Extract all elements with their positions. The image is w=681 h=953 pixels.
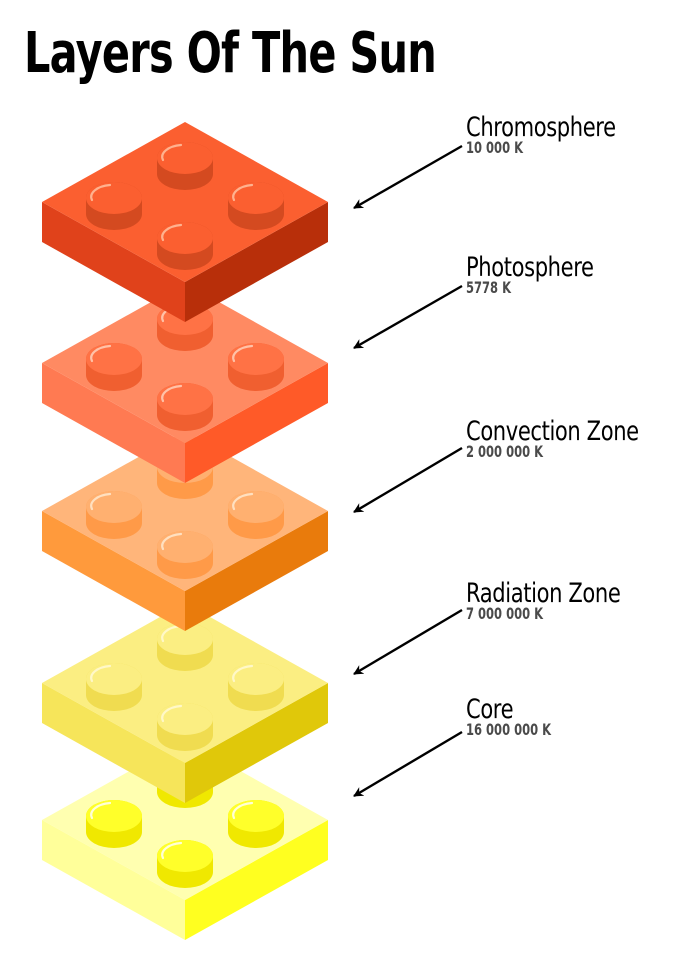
brick-right-face [185, 820, 328, 940]
brick-right-face [185, 363, 328, 483]
layer-temperature: 7 000 000 K [466, 604, 544, 623]
layer-name: Core [466, 694, 514, 725]
brick-stud [157, 623, 213, 671]
brick-4 [42, 740, 328, 940]
brick-stud [86, 182, 142, 230]
brick-stud [86, 800, 142, 848]
brick-top-face [42, 431, 328, 591]
brick-stud [157, 703, 213, 751]
brick-left-face [42, 363, 185, 483]
brick-stud [157, 142, 213, 190]
layer-name: Radiation Zone [466, 578, 621, 609]
layer-temperature: 5778 K [466, 278, 511, 297]
brick-left-face [42, 820, 185, 940]
brick-stud [228, 182, 284, 230]
pointer-arrow-1 [353, 284, 463, 350]
layer-name: Photosphere [466, 252, 594, 283]
brick-0 [42, 122, 328, 322]
brick-stud [228, 663, 284, 711]
layer-temperature: 2 000 000 K [466, 442, 544, 461]
brick-stud [86, 663, 142, 711]
brick-left-face [42, 202, 185, 322]
layer-temperature: 16 000 000 K [466, 720, 552, 739]
brick-left-face [42, 511, 185, 631]
brick-right-face [185, 511, 328, 631]
pointer-arrow-0 [353, 144, 463, 210]
brick-stud [86, 343, 142, 391]
brick-3 [42, 603, 328, 803]
brick-top-face [42, 603, 328, 763]
brick-right-face [185, 202, 328, 322]
pointer-arrow-2 [353, 446, 463, 514]
brick-top-face [42, 122, 328, 282]
brick-top-face [42, 283, 328, 443]
brick-right-face [185, 683, 328, 803]
pointer-arrow-3 [353, 608, 463, 676]
brick-stud [228, 343, 284, 391]
brick-stud [157, 383, 213, 431]
layer-temperature: 10 000 K [466, 138, 524, 157]
brick-left-face [42, 683, 185, 803]
brick-top-face [42, 740, 328, 900]
pointer-arrow-4 [353, 730, 463, 798]
brick-stud [228, 800, 284, 848]
brick-stud [86, 491, 142, 539]
brick-stud [157, 531, 213, 579]
brick-1 [42, 283, 328, 483]
page-title: Layers Of The Sun [24, 21, 437, 86]
layer-name: Convection Zone [466, 416, 639, 447]
brick-stud [228, 491, 284, 539]
brick-stud [157, 222, 213, 270]
brick-stud [157, 840, 213, 888]
layer-name: Chromosphere [466, 112, 616, 143]
